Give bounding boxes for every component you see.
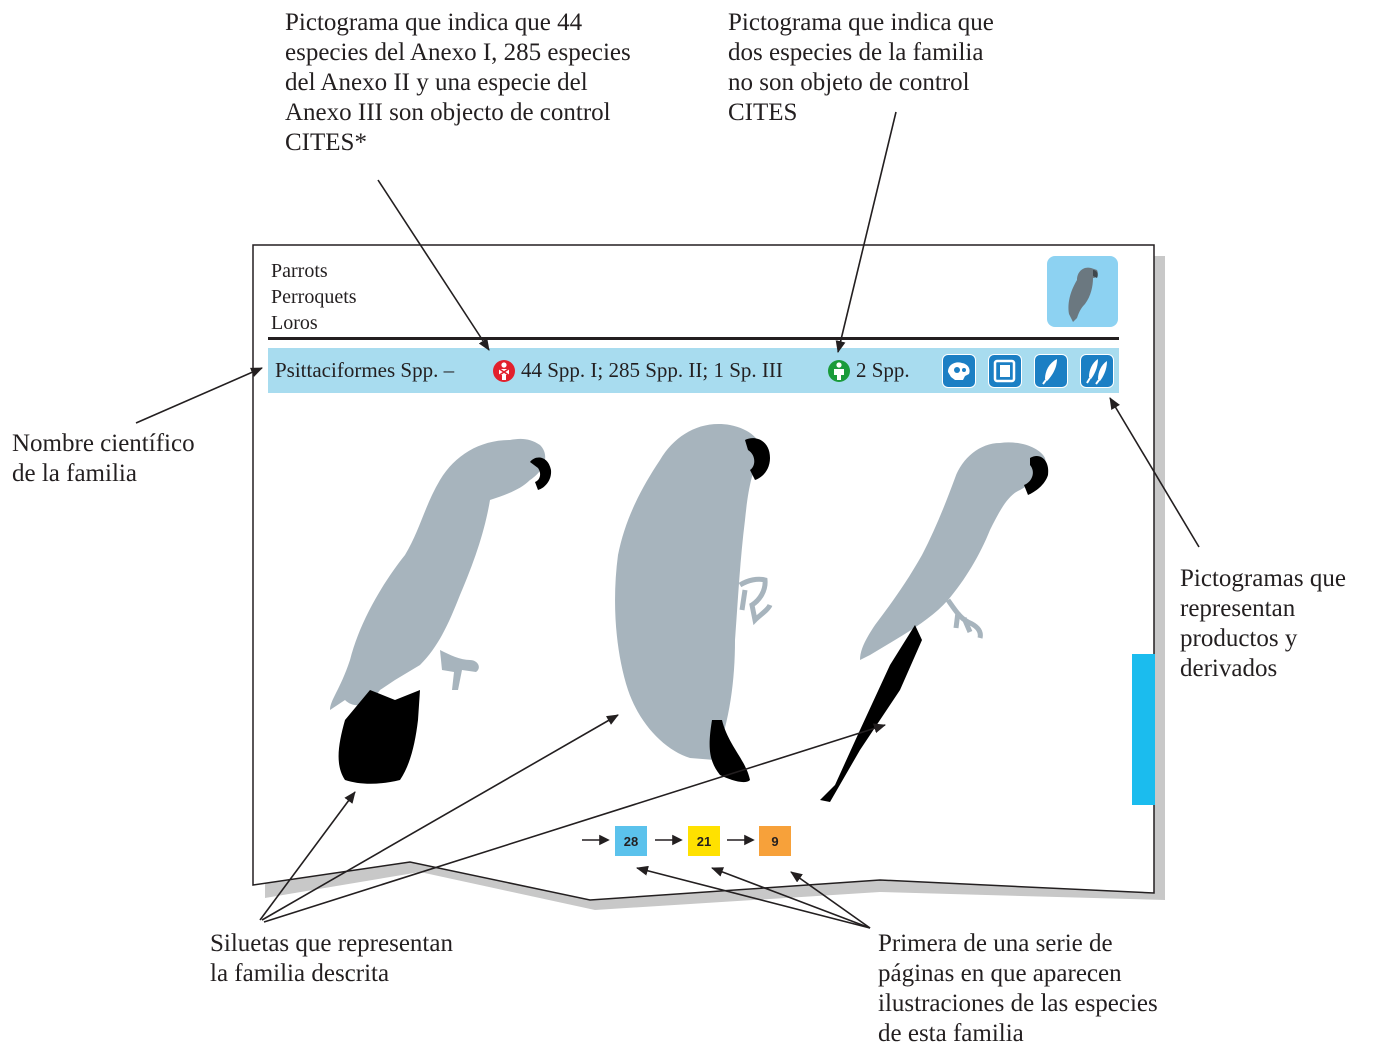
feather-icon — [1034, 354, 1068, 388]
callout-pictogram-protected: Pictograma que indica que 44 especies de… — [285, 9, 631, 156]
page-ref-third: 9 — [759, 826, 791, 856]
family-thumbnail — [1047, 256, 1118, 327]
scientific-name-bar: Psittaciformes Spp. – 44 Spp. I; 285 Spp… — [268, 348, 1119, 393]
unprotected-counts: 2 Spp. — [856, 358, 910, 382]
skull-icon — [942, 354, 976, 388]
page-ref-first: 28 — [615, 826, 647, 856]
callout-pages: Primera de una serie de páginas en que a… — [878, 930, 1158, 1047]
callout-scientific-name: Nombre científico de la familia — [12, 430, 195, 487]
parrot-thumbnail-icon — [1068, 267, 1098, 322]
common-names: Parrots Perroquets Loros — [271, 260, 357, 334]
leather-icon — [988, 354, 1022, 388]
callout-silhouettes: Siluetas que representan la familia desc… — [210, 930, 453, 987]
protected-species-icon — [493, 360, 515, 382]
scientific-family-name: Psittaciformes Spp. – — [275, 358, 455, 382]
parrot-silhouette-right — [820, 442, 1049, 802]
protected-counts: 44 Spp. I; 285 Spp. II; 1 Sp. III — [521, 358, 783, 382]
unprotected-species-icon — [828, 360, 850, 382]
side-tab — [1132, 654, 1155, 805]
callout-pictogram-unprotected: Pictograma que indica que dos especies d… — [728, 9, 994, 126]
callout-products: Pictogramas que representan productos y … — [1180, 565, 1346, 682]
page-ref-second: 21 — [688, 826, 720, 856]
header-rule — [268, 337, 1119, 340]
feathers-icon — [1080, 354, 1114, 388]
